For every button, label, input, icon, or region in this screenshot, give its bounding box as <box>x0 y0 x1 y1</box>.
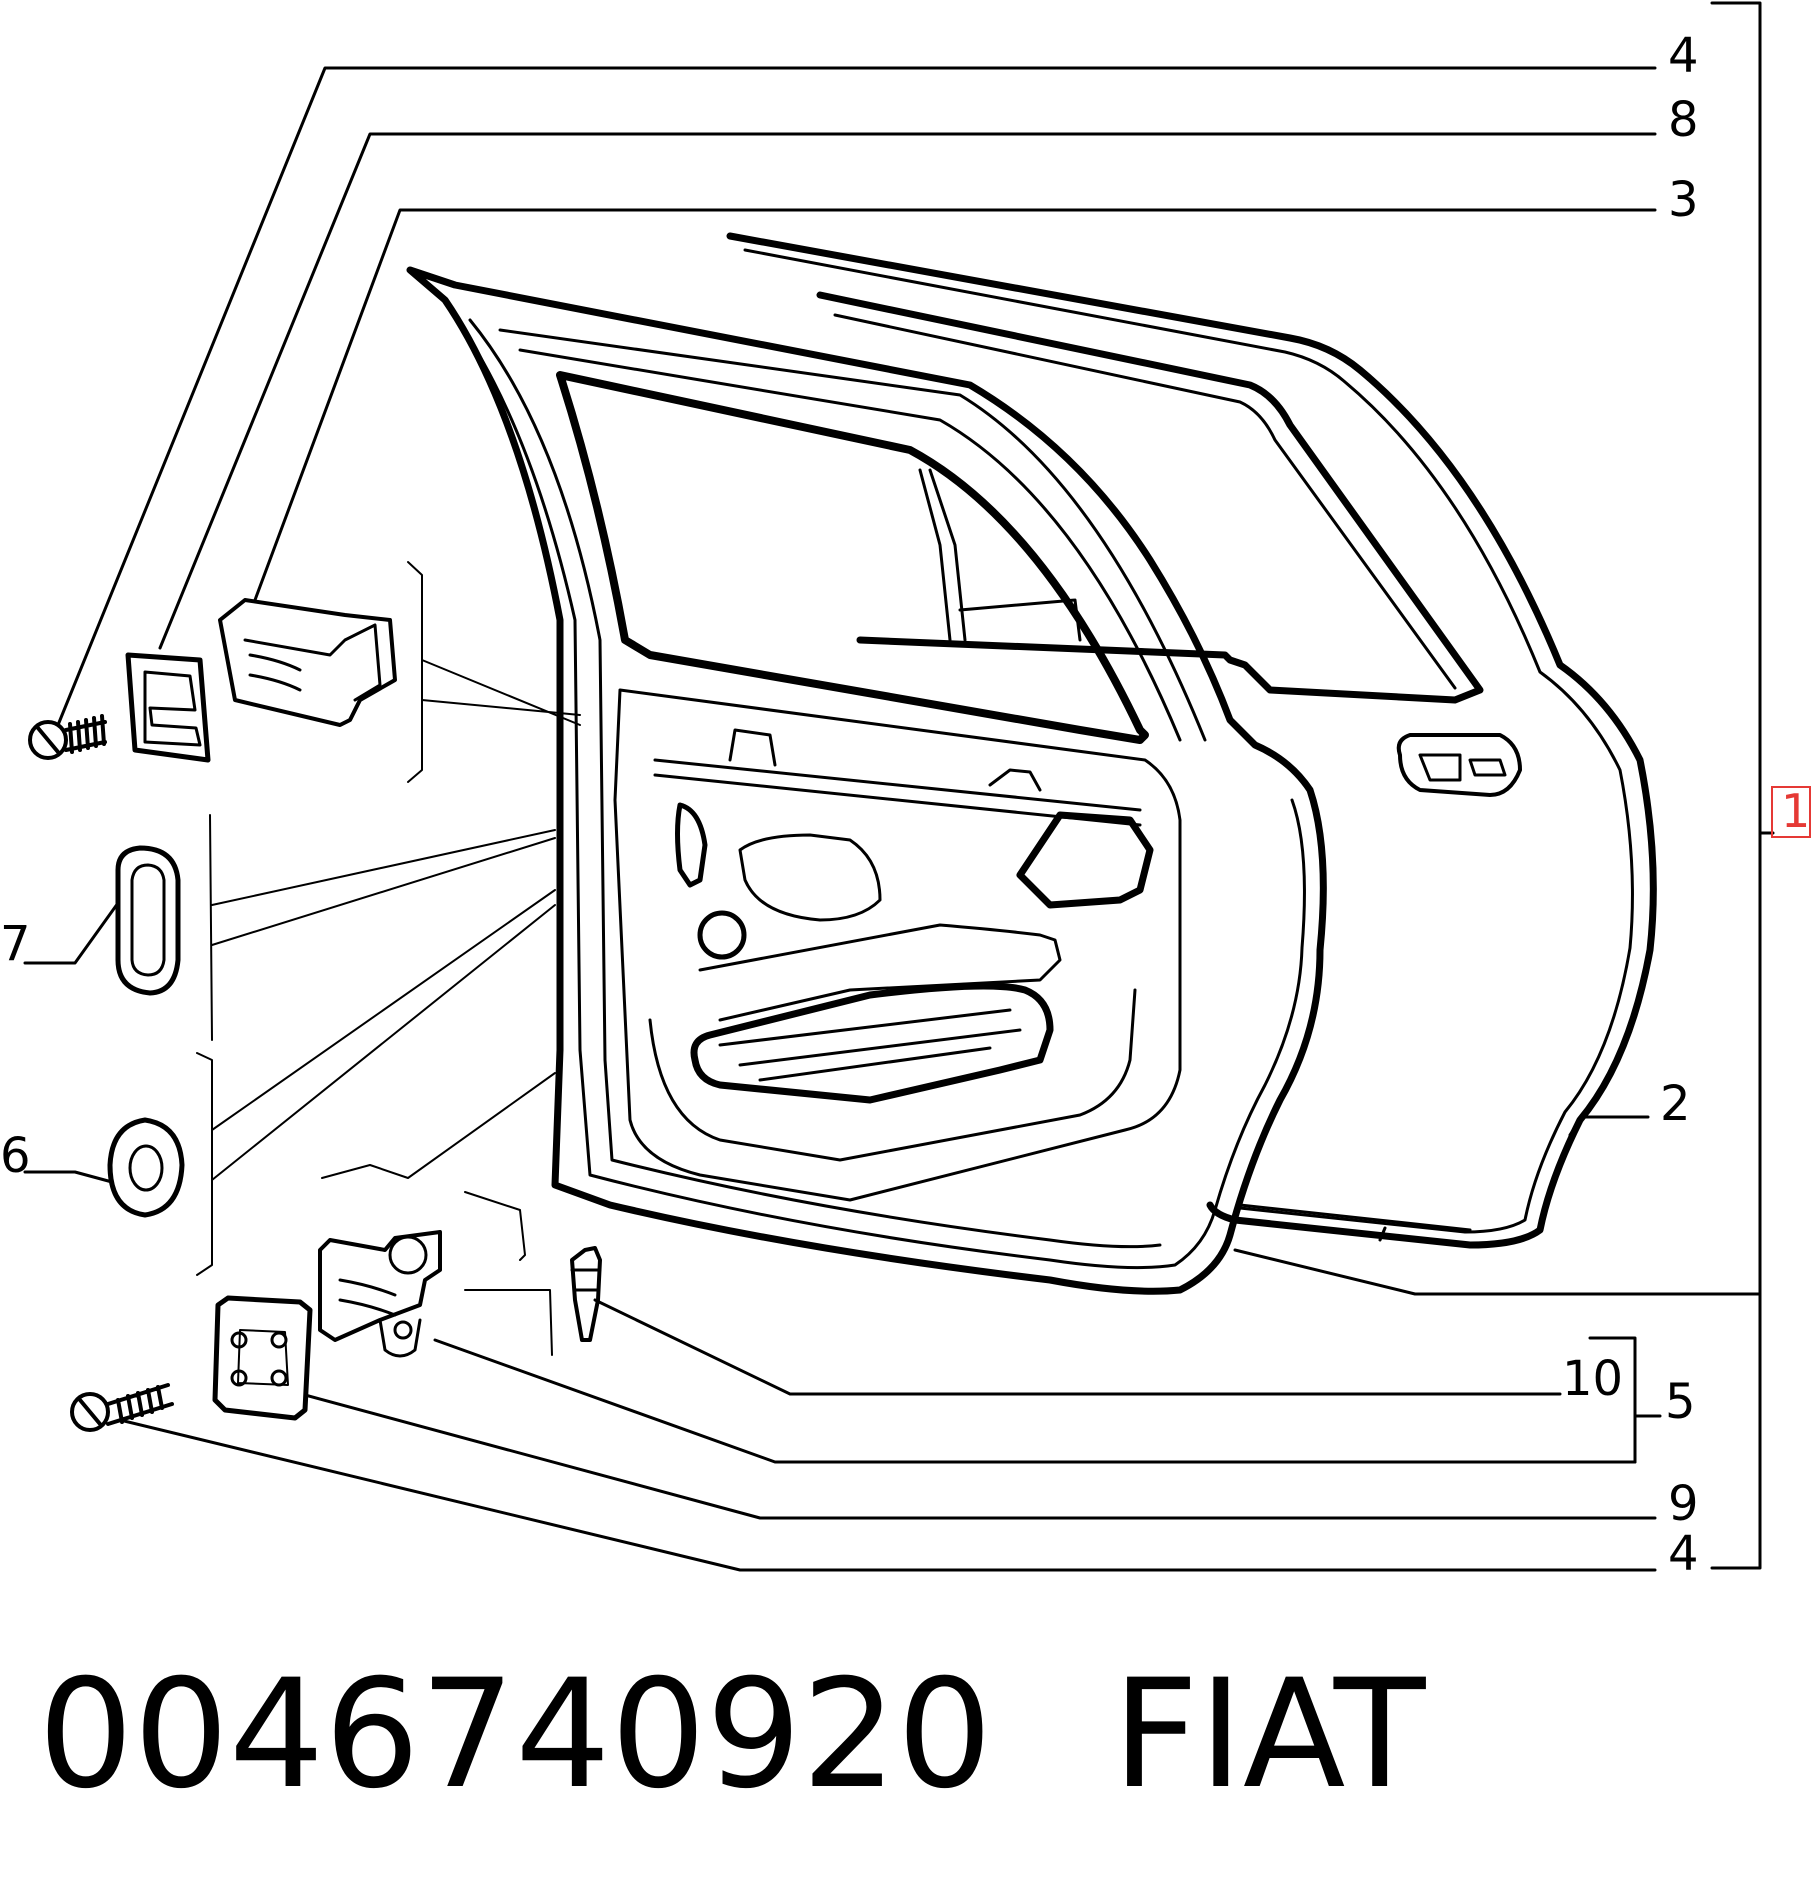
callout-4-bottom: 4 <box>1668 1526 1699 1582</box>
brand-name: FIAT <box>1112 1648 1426 1822</box>
outer-door-skin-inner-edge <box>743 248 1634 1234</box>
callout-8: 8 <box>1668 92 1699 148</box>
outer-handle-recess <box>1418 753 1507 782</box>
bolt-top <box>28 714 107 760</box>
inner-panel-mid-rail <box>698 923 1062 1022</box>
inner-door-outline <box>406 266 1327 1295</box>
leader-line-7 <box>23 901 120 965</box>
guide-lines-middle <box>209 814 556 1041</box>
outer-door-skin <box>726 232 1657 1249</box>
part-number: 0046740920 <box>38 1648 993 1822</box>
inner-door-flange <box>448 308 1306 1270</box>
grommet-oval <box>115 845 181 996</box>
callout-6: 6 <box>0 1128 31 1184</box>
bolt-bottom <box>70 1383 174 1432</box>
callout-1: 1 <box>1781 784 1811 838</box>
leader-line-4-bottom <box>118 1418 1657 1572</box>
leader-line-5 <box>433 1338 1637 1464</box>
lower-hinge <box>318 1230 442 1358</box>
inner-panel-lower-bars <box>718 1008 1022 1082</box>
callout-3: 3 <box>1668 172 1699 228</box>
callout-5: 5 <box>1665 1374 1696 1430</box>
round-plug <box>107 1117 185 1218</box>
leader-line-2 <box>1568 1115 1650 1137</box>
inner-panel-speaker-hole <box>697 910 747 960</box>
highlight-marker-1: 1 <box>1771 786 1811 838</box>
shim-plate <box>125 652 211 763</box>
callout-10: 10 <box>1562 1351 1624 1407</box>
outer-window-rail <box>918 468 1082 642</box>
inner-panel-lower-frame <box>648 988 1137 1162</box>
outer-window-glass-edge <box>833 313 1457 690</box>
guide-lines-lower <box>196 889 556 1276</box>
inner-panel-outline <box>613 688 1182 1202</box>
leader-line-10 <box>593 1298 1562 1396</box>
inner-panel-upper-rail <box>653 728 1142 827</box>
callout-7: 7 <box>0 916 31 972</box>
inner-panel-opening-right <box>1016 811 1154 909</box>
door-pin <box>570 1246 602 1342</box>
callout-9: 9 <box>1668 1476 1699 1532</box>
inner-panel-lower-opening <box>690 982 1054 1104</box>
callout-4-top: 4 <box>1668 28 1699 84</box>
assembly-bracket <box>1710 1 1762 1570</box>
inner-panel-recess <box>738 833 882 922</box>
backing-plate <box>212 1295 313 1421</box>
inner-window-frame <box>556 371 1149 744</box>
leader-line-8 <box>158 132 1657 650</box>
inner-window-frame-inner <box>498 328 1207 742</box>
callout-2: 2 <box>1660 1076 1691 1132</box>
guide-lines-upper <box>407 561 581 783</box>
upper-hinge <box>218 598 397 727</box>
guide-lines-hinge <box>321 1072 556 1356</box>
leader-line-9 <box>303 1393 1657 1520</box>
outer-handle <box>1396 733 1522 797</box>
leader-line-3 <box>253 208 1657 602</box>
leader-line-4-top <box>56 66 1657 727</box>
inner-panel-opening-left <box>675 802 708 888</box>
inner-door-flange-2 <box>468 318 1162 1249</box>
outer-window-frame <box>816 291 1484 704</box>
leader-line-1 <box>1233 1248 1762 1296</box>
leader-line-6 <box>23 1170 114 1184</box>
